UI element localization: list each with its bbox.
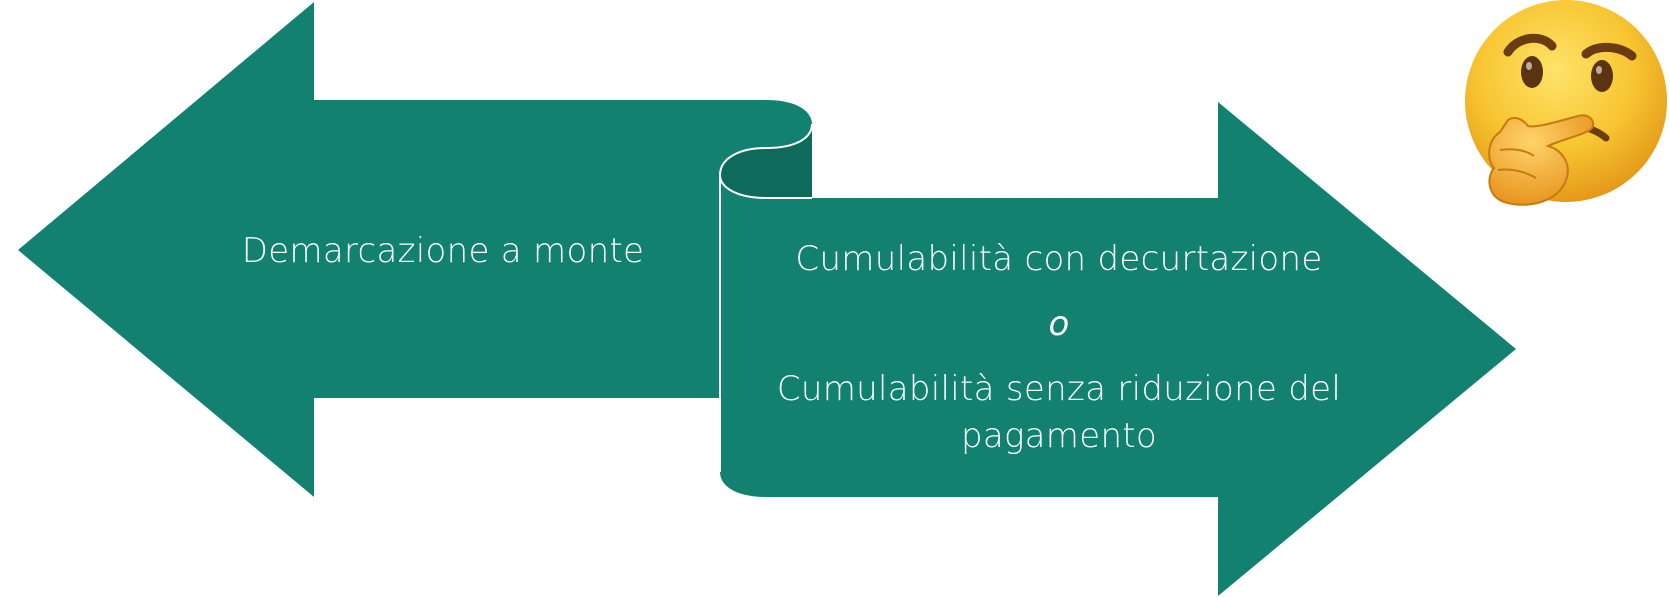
right-arrow-line-1: Cumulabilità con decurtazione	[795, 239, 1322, 279]
scroll-fold-shadow	[720, 124, 812, 198]
left-arrow-label: Demarcazione a monte	[242, 231, 645, 271]
thinking-face-icon	[1465, 0, 1667, 206]
right-arrow-shape	[720, 102, 1516, 596]
right-arrow-separator: o	[1048, 304, 1069, 344]
scroll-fold-outline	[719, 123, 813, 176]
right-arrow-line-3: pagamento	[961, 416, 1157, 456]
right-arrow-line-2: Cumulabilità senza riduzione del	[777, 369, 1341, 409]
left-arrow-shape	[18, 2, 812, 497]
